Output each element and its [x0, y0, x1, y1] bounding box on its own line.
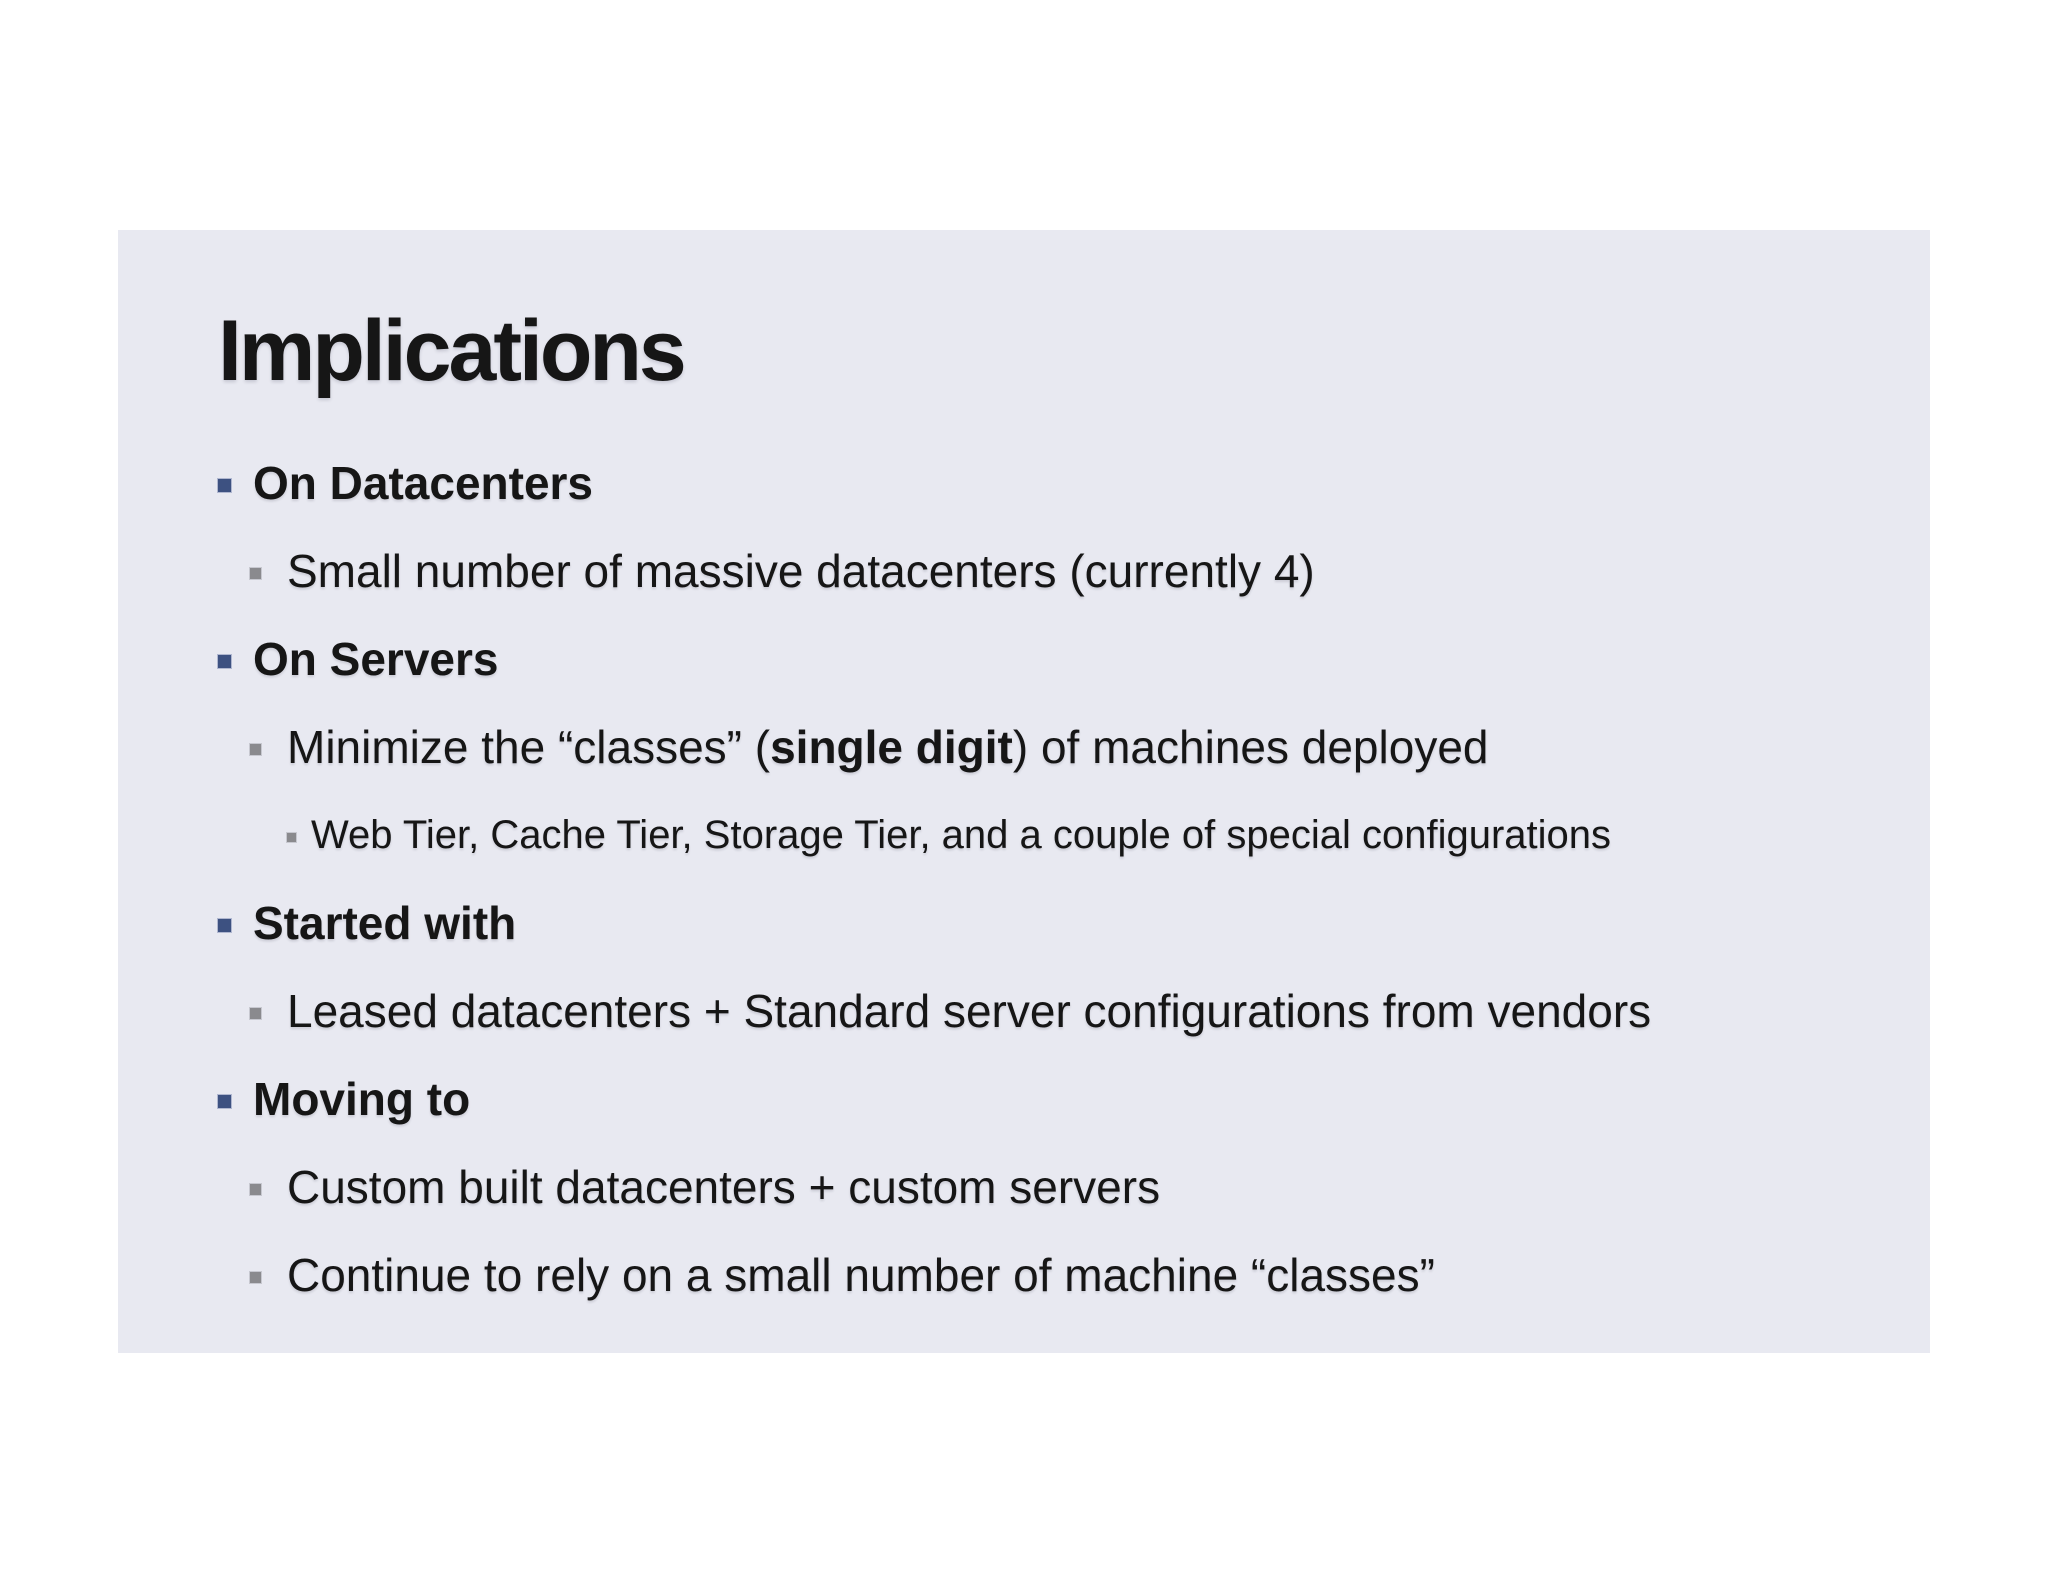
bullet-item-level-1: On Datacenters — [118, 452, 1900, 514]
bullet-text: Custom built datacenters + custom server… — [287, 1161, 1161, 1213]
bullet-square-icon — [218, 918, 231, 932]
bullet-item-level-2: Custom built datacenters + custom server… — [118, 1156, 1900, 1218]
bullet-item-level-2: Minimize the “classes” (single digit) of… — [118, 716, 1900, 778]
bullet-text: Started with — [253, 897, 517, 949]
bullet-text: On Datacenters — [253, 457, 594, 509]
bullet-text: Web Tier, Cache Tier, Storage Tier, and … — [311, 813, 1612, 857]
bullet-text: Moving to — [253, 1073, 471, 1125]
bullet-text: Continue to rely on a small number of ma… — [287, 1249, 1435, 1301]
bullet-square-icon — [250, 1271, 261, 1283]
bullet-square-icon — [250, 743, 261, 755]
bullet-square-icon — [287, 832, 296, 842]
bullet-item-level-2: Leased datacenters + Standard server con… — [118, 980, 1900, 1042]
slide-title: Implications — [218, 303, 687, 399]
bullet-square-icon — [218, 654, 231, 668]
bullet-square-icon — [250, 1183, 261, 1195]
bullet-item-level-2: Small number of massive datacenters (cur… — [118, 540, 1900, 602]
bullet-item-level-3: Web Tier, Cache Tier, Storage Tier, and … — [118, 804, 1900, 866]
bullet-item-level-1: On Servers — [118, 628, 1900, 690]
bullet-square-icon — [218, 478, 231, 492]
bullet-square-icon — [250, 1007, 261, 1019]
bullet-text: Minimize the “classes” (single digit) of… — [287, 721, 1489, 773]
bullet-text: Small number of massive datacenters (cur… — [287, 545, 1315, 597]
bullet-item-level-1: Moving to — [118, 1068, 1900, 1130]
bullet-square-icon — [218, 1094, 231, 1108]
bullet-item-level-2: Continue to rely on a small number of ma… — [118, 1244, 1900, 1306]
bullet-item-level-1: Started with — [118, 892, 1900, 954]
bullet-square-icon — [250, 567, 261, 579]
bullet-text: Leased datacenters + Standard server con… — [287, 985, 1652, 1037]
bullet-text: On Servers — [253, 633, 499, 685]
